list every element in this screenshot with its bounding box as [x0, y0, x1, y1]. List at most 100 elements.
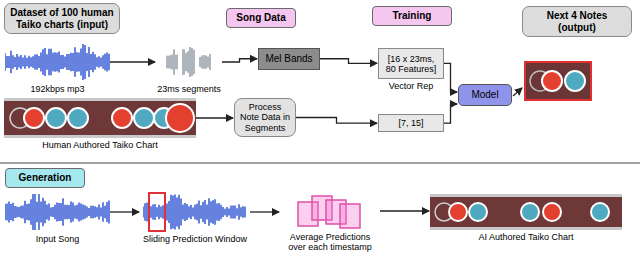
node-label: Next 4 Notes (output): [527, 10, 627, 33]
wave-bar: [203, 55, 205, 69]
wave-bar: [72, 202, 74, 221]
wave-bar: [106, 202, 108, 222]
wave-bar: [209, 54, 211, 70]
wave-bar: [8, 56, 10, 68]
wave-bar: [188, 206, 190, 217]
wave-bar: [214, 199, 216, 224]
segment-gap: [195, 42, 199, 82]
node-label: Average Predictions over each timestamp: [280, 232, 380, 253]
wave-bar: [80, 203, 82, 220]
connector: [444, 104, 457, 123]
wave-bar: [16, 54, 18, 70]
connector: [110, 61, 155, 62]
don-note: [543, 203, 561, 221]
wave-bar: [166, 55, 167, 68]
don-note: [24, 108, 44, 128]
ka-note: [68, 108, 88, 128]
node-label: [16 x 23ms, 80 Features]: [382, 54, 440, 75]
wave-bar: [36, 54, 38, 69]
wave-bar: [82, 44, 84, 80]
wave-bar: [156, 207, 158, 217]
wave-bar: [199, 57, 201, 67]
wave-bar: [50, 49, 52, 75]
figure-holder: [143, 192, 247, 232]
wave-bar: [104, 206, 106, 219]
connector: [110, 211, 139, 212]
wave-bar: [30, 57, 32, 66]
chart-rim: [4, 98, 196, 138]
figure-holder: [430, 194, 622, 230]
wave-bar: [84, 45, 86, 79]
wave-bar: [42, 49, 44, 74]
wave-bar: [26, 204, 28, 220]
process-box: Mel Bands: [258, 48, 320, 70]
wave-bar: [30, 199, 32, 225]
figure-node: Sliding Prediction Window: [140, 192, 250, 244]
node-label: Dataset of 100 human Taiko charts (input…: [9, 7, 115, 30]
wave-bar: [90, 206, 92, 219]
process-box: Generation: [5, 168, 85, 188]
node-label: 192kbps mp3: [30, 84, 84, 94]
wave-bar: [72, 53, 74, 71]
wave-bar: [236, 208, 238, 215]
output-frame: [525, 62, 591, 100]
process-box: Training: [372, 6, 452, 26]
wave-bar: [171, 54, 173, 69]
figure-node: 192kbps mp3: [5, 42, 110, 94]
node-label: Song Data: [236, 12, 285, 24]
wave-bar: [60, 55, 62, 69]
wave-bar: [12, 203, 14, 222]
connector: [222, 59, 257, 62]
wave-bar: [190, 205, 192, 219]
waveform: [5, 192, 110, 232]
wave-bar: [200, 205, 202, 219]
wave-bar: [90, 54, 92, 70]
process-box: Dataset of 100 human Taiko charts (input…: [4, 3, 120, 34]
wave-bar: [170, 195, 172, 230]
wave-bar: [108, 54, 110, 71]
wave-bar: [187, 51, 189, 73]
figure-holder: [5, 42, 110, 82]
output-notes: [525, 62, 591, 100]
wave-bar: [64, 56, 66, 67]
wave-bar: [104, 54, 106, 71]
wave-bar: [70, 53, 72, 71]
wave-bar: [12, 55, 14, 69]
wave-bar: [96, 207, 98, 216]
figure-node: 23ms segments: [156, 42, 222, 94]
wave-bar: [143, 207, 144, 218]
wave-bar: [183, 49, 185, 75]
wave-bar: [175, 55, 177, 70]
node-label: Input Song: [36, 234, 80, 244]
wave-bar: [58, 203, 60, 221]
figure-node: Average Predictions over each timestamp: [280, 192, 380, 253]
process-box: Next 4 Notes (output): [522, 6, 632, 37]
wave-bar: [205, 55, 207, 68]
wave-bar: [6, 56, 8, 68]
wave-bar: [50, 207, 52, 216]
wave-bar: [10, 204, 12, 220]
wave-bar: [70, 202, 72, 223]
connector: [380, 210, 429, 211]
wave-bar: [108, 200, 110, 223]
ka-note: [469, 203, 487, 221]
process-box: [7, 15]: [378, 114, 444, 132]
wave-bar: [191, 48, 193, 76]
wave-bar: [162, 205, 164, 218]
wave-bar: [172, 195, 174, 228]
wave-bar: [76, 205, 78, 219]
figure-holder: [280, 192, 380, 230]
wave-bar: [220, 205, 222, 219]
process-box: Model: [458, 84, 512, 106]
wave-bar: [184, 203, 186, 221]
wave-bar: [100, 207, 102, 216]
wave-bar: [86, 53, 88, 71]
wave-bar: [20, 206, 22, 218]
wave-bar: [102, 55, 104, 68]
wave-bar: [193, 50, 195, 75]
ka-note: [134, 108, 154, 128]
connector: [250, 211, 279, 212]
wave-bar: [160, 207, 162, 218]
node-label: AI Authored Taiko Chart: [479, 232, 574, 242]
don-note: [112, 108, 132, 128]
